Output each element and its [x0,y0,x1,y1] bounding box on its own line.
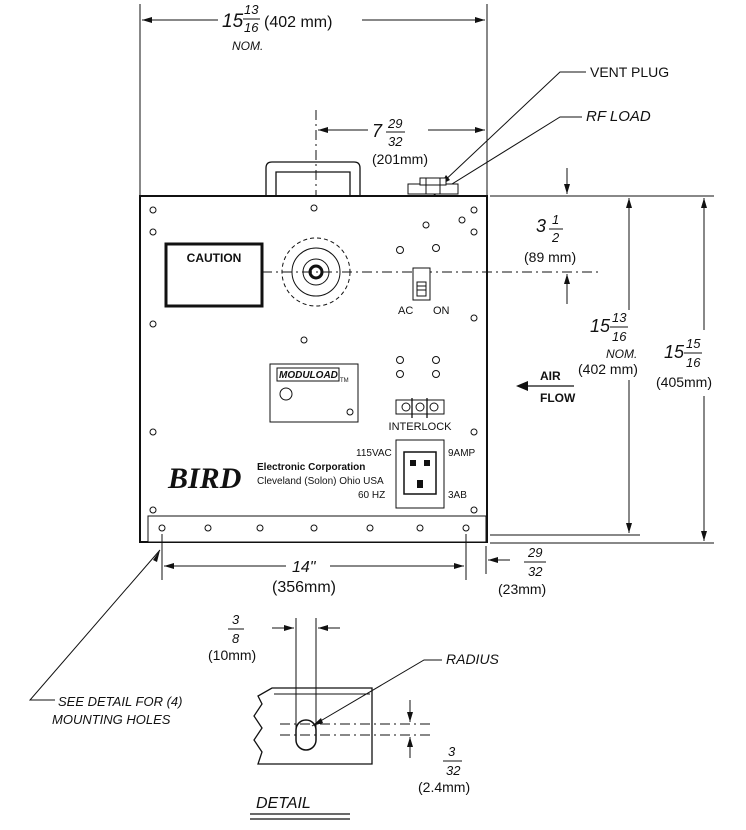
hole-width-den: 8 [232,631,240,646]
bottom-span-value: 14" [292,559,317,576]
amps-label: 9AMP [448,448,476,459]
outer-height-dimension: 15 15 16 (405mm) [490,198,714,544]
flange-dimension: 29 32 (23mm) [485,545,546,597]
ac-power-switch: AC ON [398,267,450,317]
radius-den: 32 [446,763,461,778]
volts-label: 115VAC [356,448,392,459]
flow-label: FLOW [540,391,576,405]
radius-num: 3 [448,744,456,759]
power-entry-module: 115VAC 9AMP 60 HZ 3AB [356,439,476,509]
detail-title: DETAIL [250,795,350,820]
moduload-plate: MODULOAD TM [269,363,359,423]
outer-height-metric: (405mm) [656,374,712,390]
flange-num: 29 [527,545,542,560]
rf-height-dimension: 3 1 2 (89 mm) [490,168,714,304]
inner-height-whole: 15 [590,316,611,336]
top-width-whole: 15 [222,11,244,32]
outer-height-den: 16 [686,355,701,370]
fuse-label: 3AB [448,490,467,501]
rf-load-connector [262,237,600,307]
radius-callout: RADIUS [311,651,500,727]
bird-logo: BIRD Electronic Corporation Cleveland (S… [167,462,384,495]
company-location: Cleveland (Solon) Ohio USA [257,476,384,487]
hole-width-num: 3 [232,612,240,627]
air-flow-indicator: AIR FLOW [516,369,576,405]
inner-height-num: 13 [612,310,627,325]
rf-load-label: RF LOAD [586,108,651,125]
center-offset-metric: (201mm) [372,151,428,167]
inner-height-metric: (402 mm) [578,361,638,377]
radius-dimension: 3 32 (2.4mm) [407,700,470,795]
top-width-metric: (402 mm) [264,14,332,31]
bird-wordmark: BIRD [167,462,241,495]
caution-text: CAUTION [187,251,242,265]
center-offset-whole: 7 [372,121,383,141]
air-label: AIR [540,369,561,383]
carry-handle [265,161,361,196]
bottom-span-dimension: 14" (356mm) [161,534,467,596]
rf-height-den: 2 [551,230,560,245]
panel-screws [149,204,478,514]
see-detail-line1: SEE DETAIL FOR (4) [58,694,183,709]
switch-ac-label: AC [398,305,413,317]
top-width-dimension: 15 13 16 (402 mm) NOM. [139,2,488,195]
caution-label-plate: CAUTION [164,242,264,308]
outer-height-whole: 15 [664,342,685,362]
bottom-span-metric: (356mm) [272,579,336,596]
inner-height-den: 16 [612,329,627,344]
top-width-note: NOM. [232,39,263,53]
vent-plug-callout: VENT PLUG [439,64,669,186]
rf-height-metric: (89 mm) [524,249,576,265]
company-name: Electronic Corporation [257,462,365,473]
hole-width-dimension: 3 8 (10mm) [208,612,340,730]
radius-metric: (2.4mm) [418,779,470,795]
rf-height-whole: 3 [536,216,546,236]
hz-label: 60 HZ [358,490,385,501]
mounting-flange [147,515,487,543]
moduload-tm: TM [340,378,349,384]
detail-flange-section [253,687,430,765]
outer-height-num: 15 [686,336,701,351]
interlock-terminal: INTERLOCK [389,398,453,433]
center-offset-den: 32 [388,134,403,149]
flange-den: 32 [528,564,543,579]
hole-width-metric: (10mm) [208,647,256,663]
vent-plug [407,177,459,195]
switch-on-label: ON [433,305,450,317]
moduload-text: MODULOAD [279,370,338,381]
rf-height-num: 1 [552,212,559,227]
flange-metric: (23mm) [498,581,546,597]
detail-label: DETAIL [256,795,311,812]
top-width-num: 13 [244,2,259,17]
center-offset-num: 29 [387,116,402,131]
air-flow-arrow-icon [516,381,528,391]
radius-label: RADIUS [446,651,500,667]
see-detail-callout: SEE DETAIL FOR (4) MOUNTING HOLES [28,549,183,727]
see-detail-line2: MOUNTING HOLES [52,712,171,727]
top-width-den: 16 [244,20,259,35]
inner-height-dimension: 15 13 16 NOM. (402 mm) [490,198,640,536]
interlock-label: INTERLOCK [389,421,453,433]
inner-height-note: NOM. [606,347,637,361]
vent-plug-label: VENT PLUG [590,64,669,80]
